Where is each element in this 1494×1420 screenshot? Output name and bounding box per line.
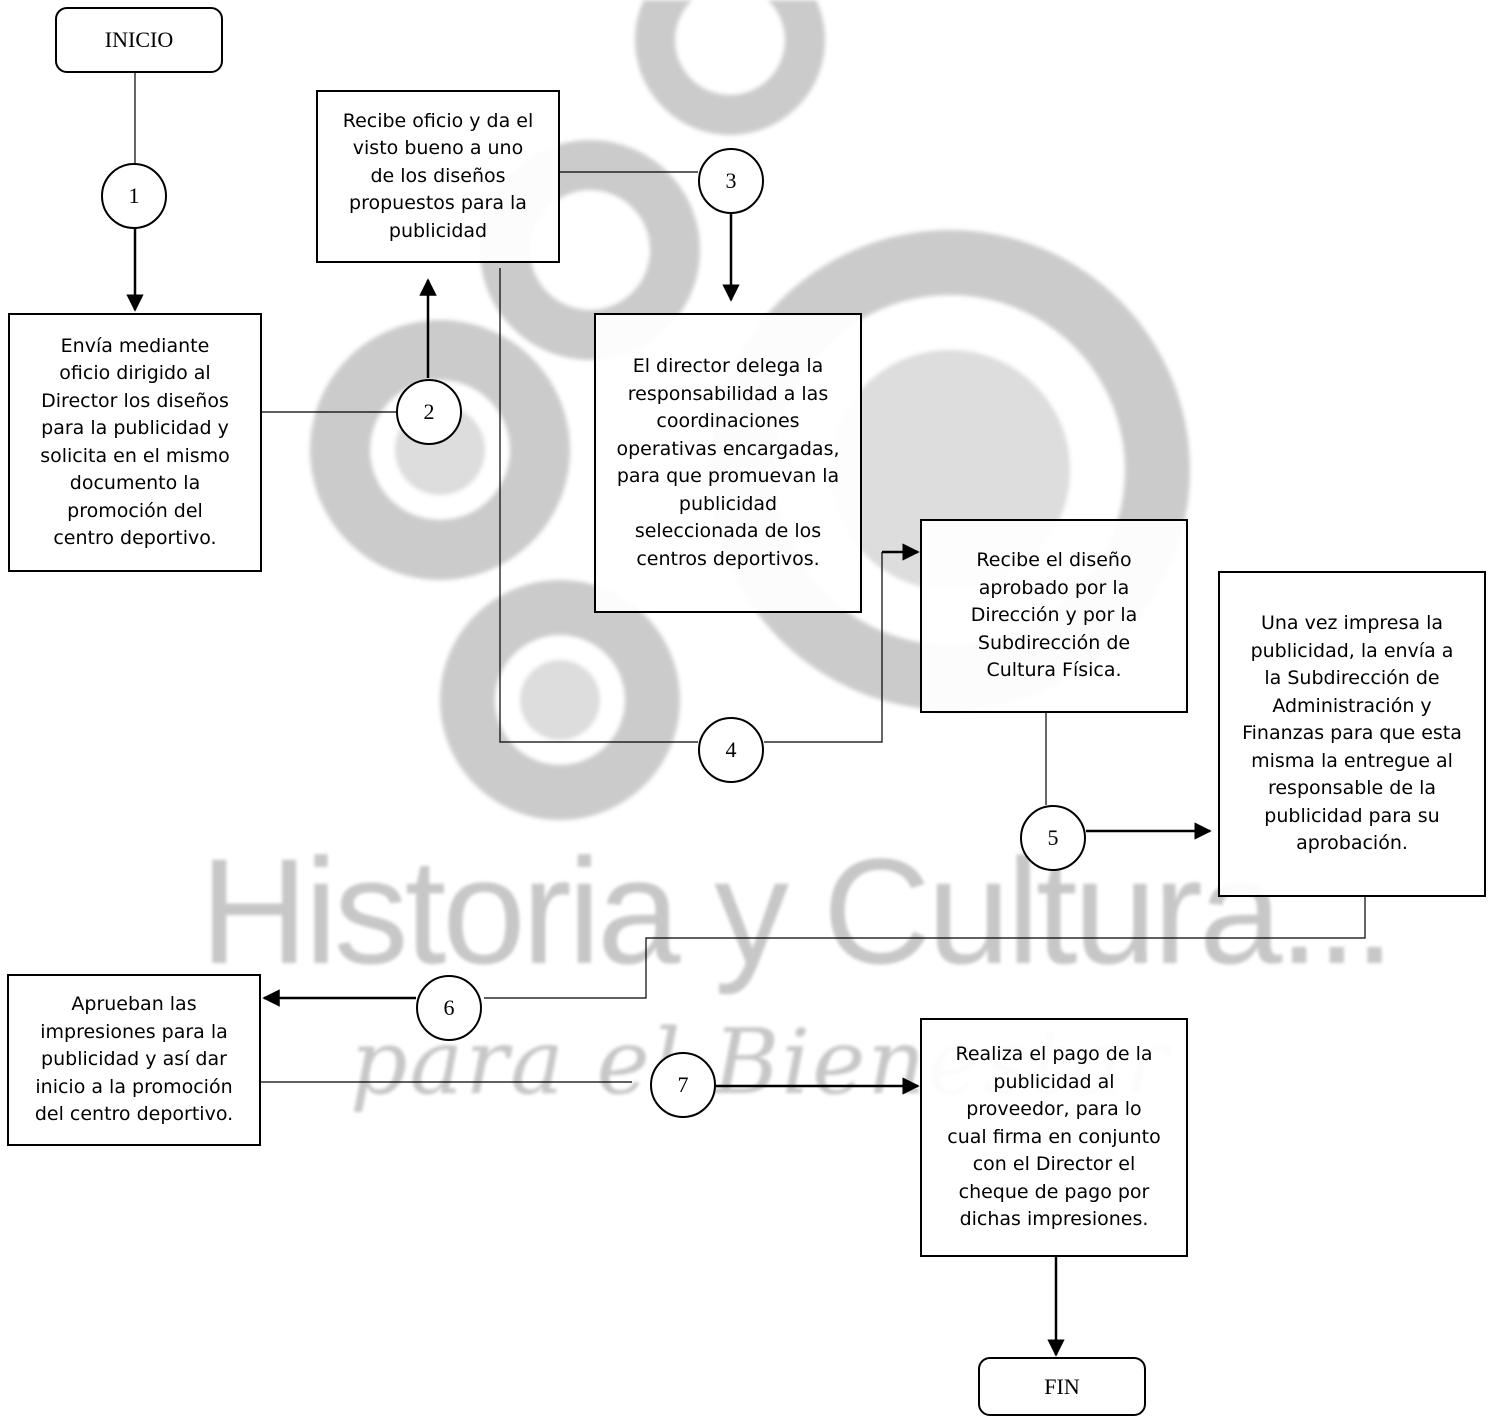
box-una-vez-impresa: Una vez impresa la publicidad, la envía …	[1218, 571, 1486, 897]
step-circle-7: 7	[650, 1052, 716, 1118]
step-circle-3: 3	[698, 148, 764, 214]
box-recibe-oficio: Recibe oficio y da el visto bueno a uno …	[316, 90, 560, 263]
step-circle-4: 4	[698, 717, 764, 783]
box-envia-oficio: Envía mediante oficio dirigido al Direct…	[8, 313, 262, 572]
box-realiza-pago: Realiza el pago de la publicidad al prov…	[920, 1018, 1188, 1257]
step-circle-5: 5	[1020, 805, 1086, 871]
end-terminal: FIN	[978, 1357, 1146, 1416]
box-aprueban: Aprueban las impresiones para la publici…	[7, 974, 261, 1146]
box-director-delega: El director delega la responsabilidad a …	[594, 313, 862, 613]
watermark-gear-top	[635, 0, 825, 135]
step-circle-1: 1	[101, 163, 167, 229]
step-circle-2: 2	[396, 379, 462, 445]
connector-recibe-4	[499, 268, 698, 743]
step-circle-6: 6	[416, 975, 482, 1041]
watermark-gear-left	[310, 320, 570, 580]
box-recibe-diseno: Recibe el diseño aprobado por la Direcci…	[920, 519, 1188, 713]
connector-impresa-6	[484, 896, 1366, 999]
start-terminal: INICIO	[55, 7, 223, 73]
connector-4-recibe-diseno	[764, 552, 883, 743]
